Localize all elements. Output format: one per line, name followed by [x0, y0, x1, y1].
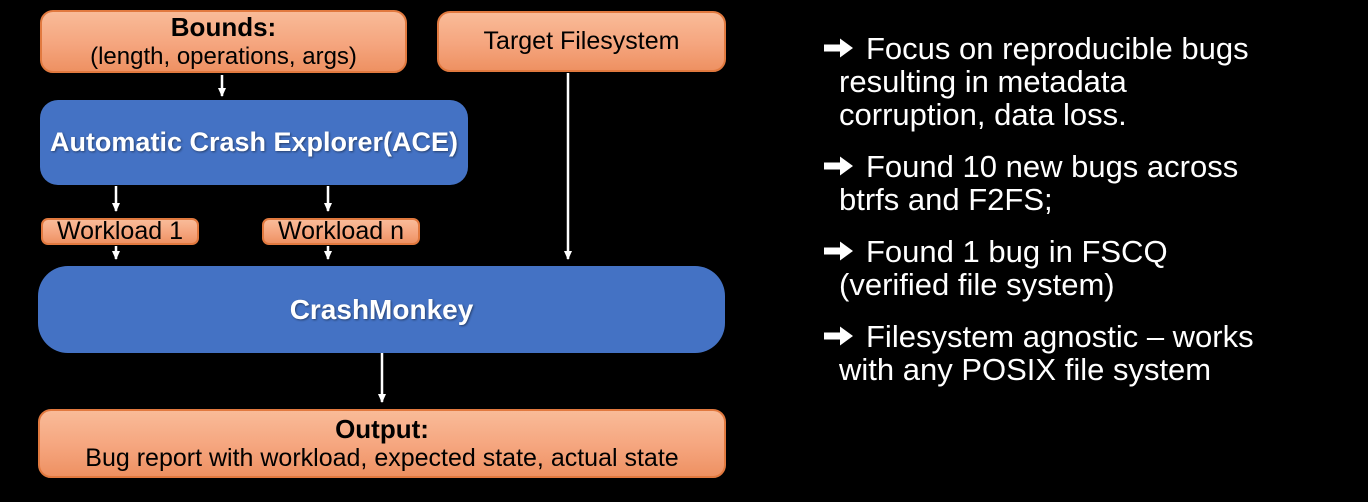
- bullet-line: btrfs and F2FS;: [839, 182, 1053, 217]
- right-arrow-icon: [824, 156, 853, 176]
- bullet-line: corruption, data loss.: [839, 97, 1127, 132]
- output-title: Output:: [335, 414, 429, 444]
- node-bounds: Bounds: (length, operations, args): [40, 10, 407, 73]
- right-arrow-icon: [824, 38, 853, 58]
- workload-1-label: Workload 1: [57, 217, 183, 245]
- bullet-line: Focus on reproducible bugs: [866, 31, 1249, 66]
- node-workload-1: Workload 1: [41, 218, 199, 245]
- bullet-line: resulting in metadata: [839, 64, 1127, 99]
- node-crashmonkey: CrashMonkey: [38, 266, 725, 353]
- node-workload-n: Workload n: [262, 218, 420, 245]
- key-points-list: Focus on reproducible bugs resulting in …: [824, 32, 1344, 405]
- node-output: Output: Bug report with workload, expect…: [38, 409, 726, 478]
- bullet-item-fscq-bug: Found 1 bug in FSCQ (verified file syste…: [824, 235, 1344, 301]
- bounds-subtitle: (length, operations, args): [90, 43, 357, 70]
- bullet-item-focus: Focus on reproducible bugs resulting in …: [824, 32, 1344, 131]
- bullet-line: (verified file system): [839, 267, 1115, 302]
- crashmonkey-label: CrashMonkey: [289, 293, 474, 325]
- bullet-line: Filesystem agnostic – works: [866, 319, 1254, 354]
- ace-label: Automatic Crash Explorer(ACE): [49, 127, 459, 157]
- right-arrow-icon: [824, 241, 853, 261]
- bullet-item-new-bugs: Found 10 new bugs across btrfs and F2FS;: [824, 150, 1344, 216]
- right-arrow-icon: [824, 326, 853, 346]
- bullet-line: Found 10 new bugs across: [866, 149, 1239, 184]
- bullet-line: with any POSIX file system: [839, 352, 1212, 387]
- node-ace: Automatic Crash Explorer(ACE): [40, 100, 468, 185]
- bullet-line: Found 1 bug in FSCQ: [866, 234, 1168, 269]
- node-target-filesystem: Target Filesystem: [437, 11, 726, 72]
- bounds-title: Bounds:: [170, 12, 277, 42]
- target-filesystem-label: Target Filesystem: [483, 27, 680, 55]
- workload-n-label: Workload n: [278, 217, 404, 245]
- output-subtitle: Bug report with workload, expected state…: [85, 444, 679, 472]
- bullet-item-agnostic: Filesystem agnostic – works with any POS…: [824, 320, 1344, 386]
